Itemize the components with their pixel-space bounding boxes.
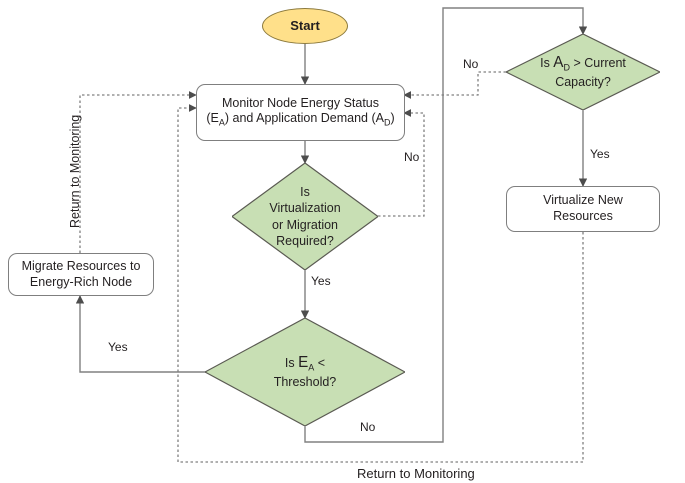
label-return-to-monitoring-bottom: Return to Monitoring (357, 466, 475, 481)
migrate-line1: Migrate Resources to (21, 258, 141, 273)
decision-virt-line1: Is (300, 185, 310, 199)
decision-capacity-sub: D (563, 62, 570, 73)
decision-capacity-line2: Capacity? (555, 75, 611, 90)
decision-threshold-var: E (298, 354, 309, 372)
node-decision-virtualization[interactable]: Is Virtualization or Migration Required? (232, 163, 378, 270)
edge-virt-no-to-monitor (378, 109, 425, 217)
edge-threshold-no-to-capacity (304, 7, 588, 443)
node-migrate-text: Migrate Resources to Energy-Rich Node (22, 259, 141, 290)
decision-virt-line2: Virtualization (269, 201, 341, 216)
node-virtualize-new-resources[interactable]: Virtualize New Resources (506, 186, 660, 232)
decision-capacity-var: A (553, 54, 564, 72)
edge-threshold-yes-to-migrate (75, 295, 232, 373)
edge-capacity-no-to-monitor (403, 71, 506, 99)
virtualize-line1: Virtualize New (543, 193, 623, 208)
monitor-line2-post: ) (390, 111, 395, 126)
monitor-line2-mid: ) and Application Demand (A (224, 111, 384, 126)
node-monitor-text: Monitor Node Energy Status (EA) and Appl… (206, 96, 394, 129)
node-start-label: Start (290, 17, 320, 33)
label-virt-no: No (404, 150, 420, 164)
decision-capacity-shape (506, 34, 660, 110)
decision-virt-line4: Required? (276, 233, 334, 248)
label-virt-yes: Yes (311, 274, 331, 288)
node-start[interactable]: Start (262, 8, 348, 44)
edge-migrate-return-to-monitor (79, 91, 197, 253)
decision-threshold-line2: Threshold? (273, 375, 337, 390)
monitor-line1: Monitor Node Energy Status (221, 95, 380, 110)
node-decision-threshold[interactable]: Is EA < Threshold? (205, 318, 405, 426)
monitor-sub-ad: D (383, 117, 391, 128)
decision-threshold-shape (205, 318, 405, 426)
decision-virtualization-label: Is Virtualization or Migration Required? (232, 163, 378, 270)
node-monitor-energy-status[interactable]: Monitor Node Energy Status (EA) and Appl… (196, 84, 405, 141)
decision-virtualization-shape (232, 163, 378, 270)
monitor-sub-ea: A (218, 117, 225, 128)
decision-capacity-post: > Current (569, 56, 626, 71)
migrate-line2: Energy-Rich Node (29, 274, 133, 289)
node-migrate-resources[interactable]: Migrate Resources to Energy-Rich Node (8, 253, 154, 296)
virtualize-line2: Resources (553, 209, 613, 223)
decision-threshold-label: Is EA < Threshold? (205, 318, 405, 426)
decision-capacity-label: Is AD > Current Capacity? (506, 34, 660, 110)
label-threshold-no: No (360, 420, 376, 434)
edge-virtualize-return-to-monitor (177, 104, 584, 463)
label-capacity-no: No (463, 57, 479, 71)
label-capacity-yes: Yes (590, 147, 610, 161)
decision-capacity-pre: Is (540, 56, 554, 71)
decision-threshold-pre: Is (284, 356, 299, 371)
label-threshold-yes: Yes (108, 340, 128, 354)
decision-virt-line3: or Migration (272, 217, 338, 232)
node-virtualize-text: Virtualize New Resources (543, 193, 623, 224)
decision-threshold-sub: A (308, 362, 315, 373)
label-return-to-monitoring-left: Return to Monitoring (68, 114, 82, 228)
node-decision-capacity[interactable]: Is AD > Current Capacity? (506, 34, 660, 110)
monitor-line2-pre: (E (206, 111, 219, 126)
decision-threshold-post: < (314, 356, 326, 371)
